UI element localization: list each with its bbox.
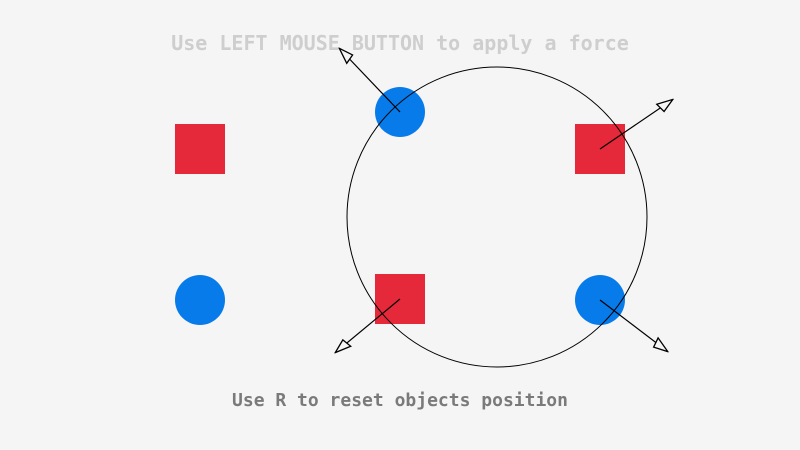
instruction-apply-force: Use LEFT MOUSE BUTTON to apply a force <box>171 31 629 55</box>
force-arrow <box>599 299 667 351</box>
boundary-layer <box>346 66 648 368</box>
force-arrow <box>340 49 401 113</box>
arrows-layer <box>336 49 672 352</box>
objects-layer <box>175 87 625 325</box>
instruction-reset: Use R to reset objects position <box>232 390 568 411</box>
physics-object-circle[interactable] <box>175 275 225 325</box>
force-arrow <box>599 100 672 150</box>
physics-object-square[interactable] <box>175 124 225 174</box>
force-arrow <box>336 298 401 352</box>
boundary-circle <box>346 66 648 368</box>
